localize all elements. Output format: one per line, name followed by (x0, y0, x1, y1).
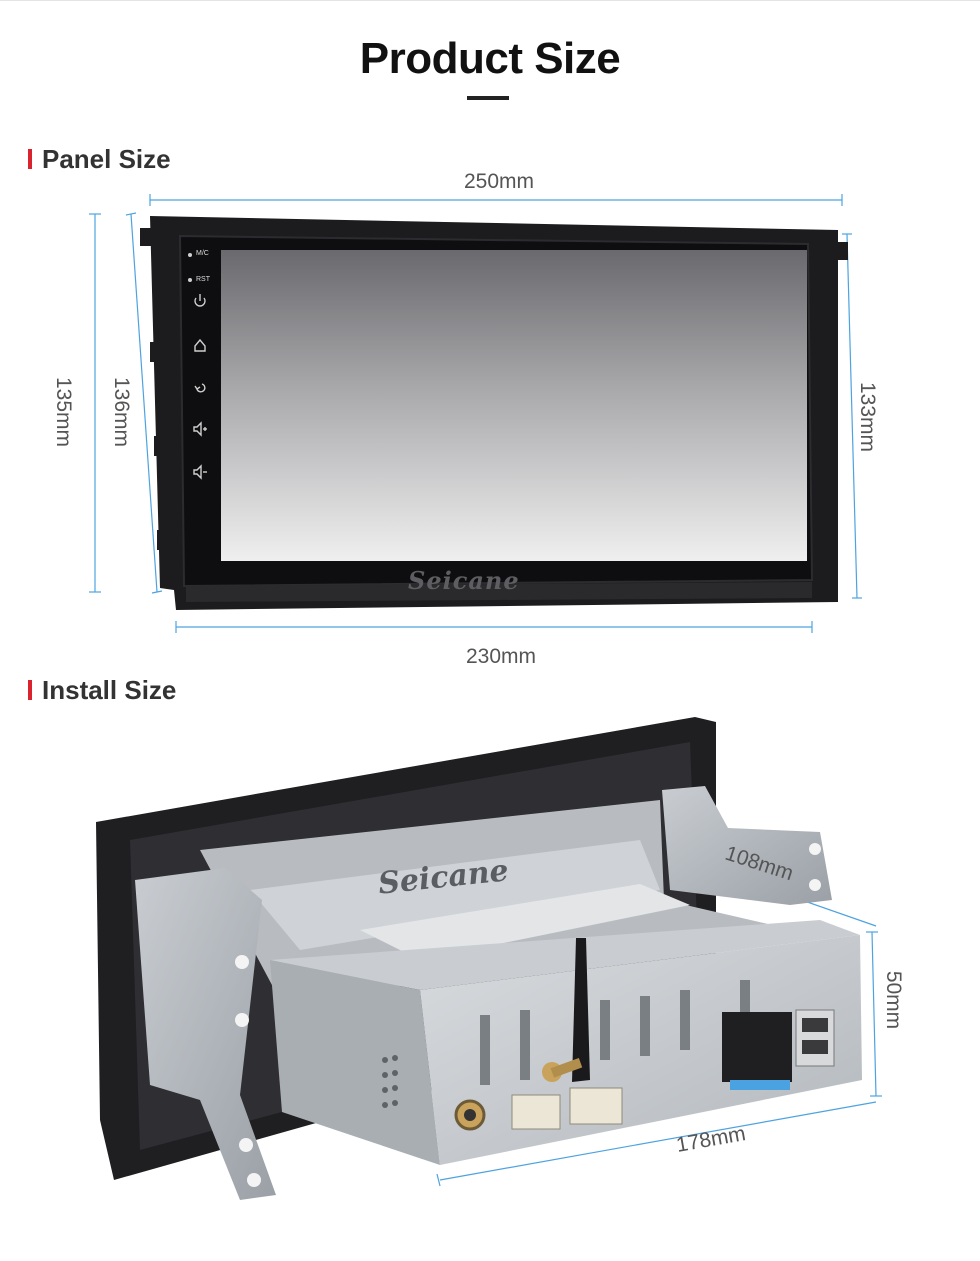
panel-inner-height-label: 136mm (110, 376, 134, 448)
title-underline (467, 96, 509, 100)
screen-display (221, 250, 807, 561)
head-unit-panel (140, 216, 848, 610)
panel-right-height-label: 133mm (856, 381, 880, 453)
top-divider (0, 0, 980, 1)
volume-down-icon (193, 464, 207, 480)
panel-brand-logo: Seicane (408, 566, 520, 595)
heading-accent-bar (28, 149, 32, 169)
panel-outer-height-label: 135mm (52, 376, 76, 448)
heading-accent-bar (28, 680, 32, 700)
reset-label: RST (196, 276, 210, 283)
volume-up-icon (193, 421, 207, 437)
install-size-heading: Install Size (28, 675, 176, 706)
panel-size-heading: Panel Size (28, 144, 171, 175)
install-diagram (96, 717, 882, 1200)
panel-size-heading-text: Panel Size (42, 144, 171, 174)
power-icon (194, 294, 206, 307)
panel-bottom-width-label: 230mm (466, 645, 537, 668)
install-height-label: 50mm (882, 970, 906, 1030)
panel-top-width-label: 250mm (464, 170, 535, 193)
install-size-heading-text: Install Size (42, 675, 177, 705)
page-title: Product Size (359, 34, 621, 83)
antenna-icon (572, 938, 590, 1082)
home-icon (194, 338, 206, 352)
back-icon (194, 383, 206, 393)
mic-label: M/C (196, 250, 209, 257)
panel-dimension-lines (89, 194, 862, 633)
